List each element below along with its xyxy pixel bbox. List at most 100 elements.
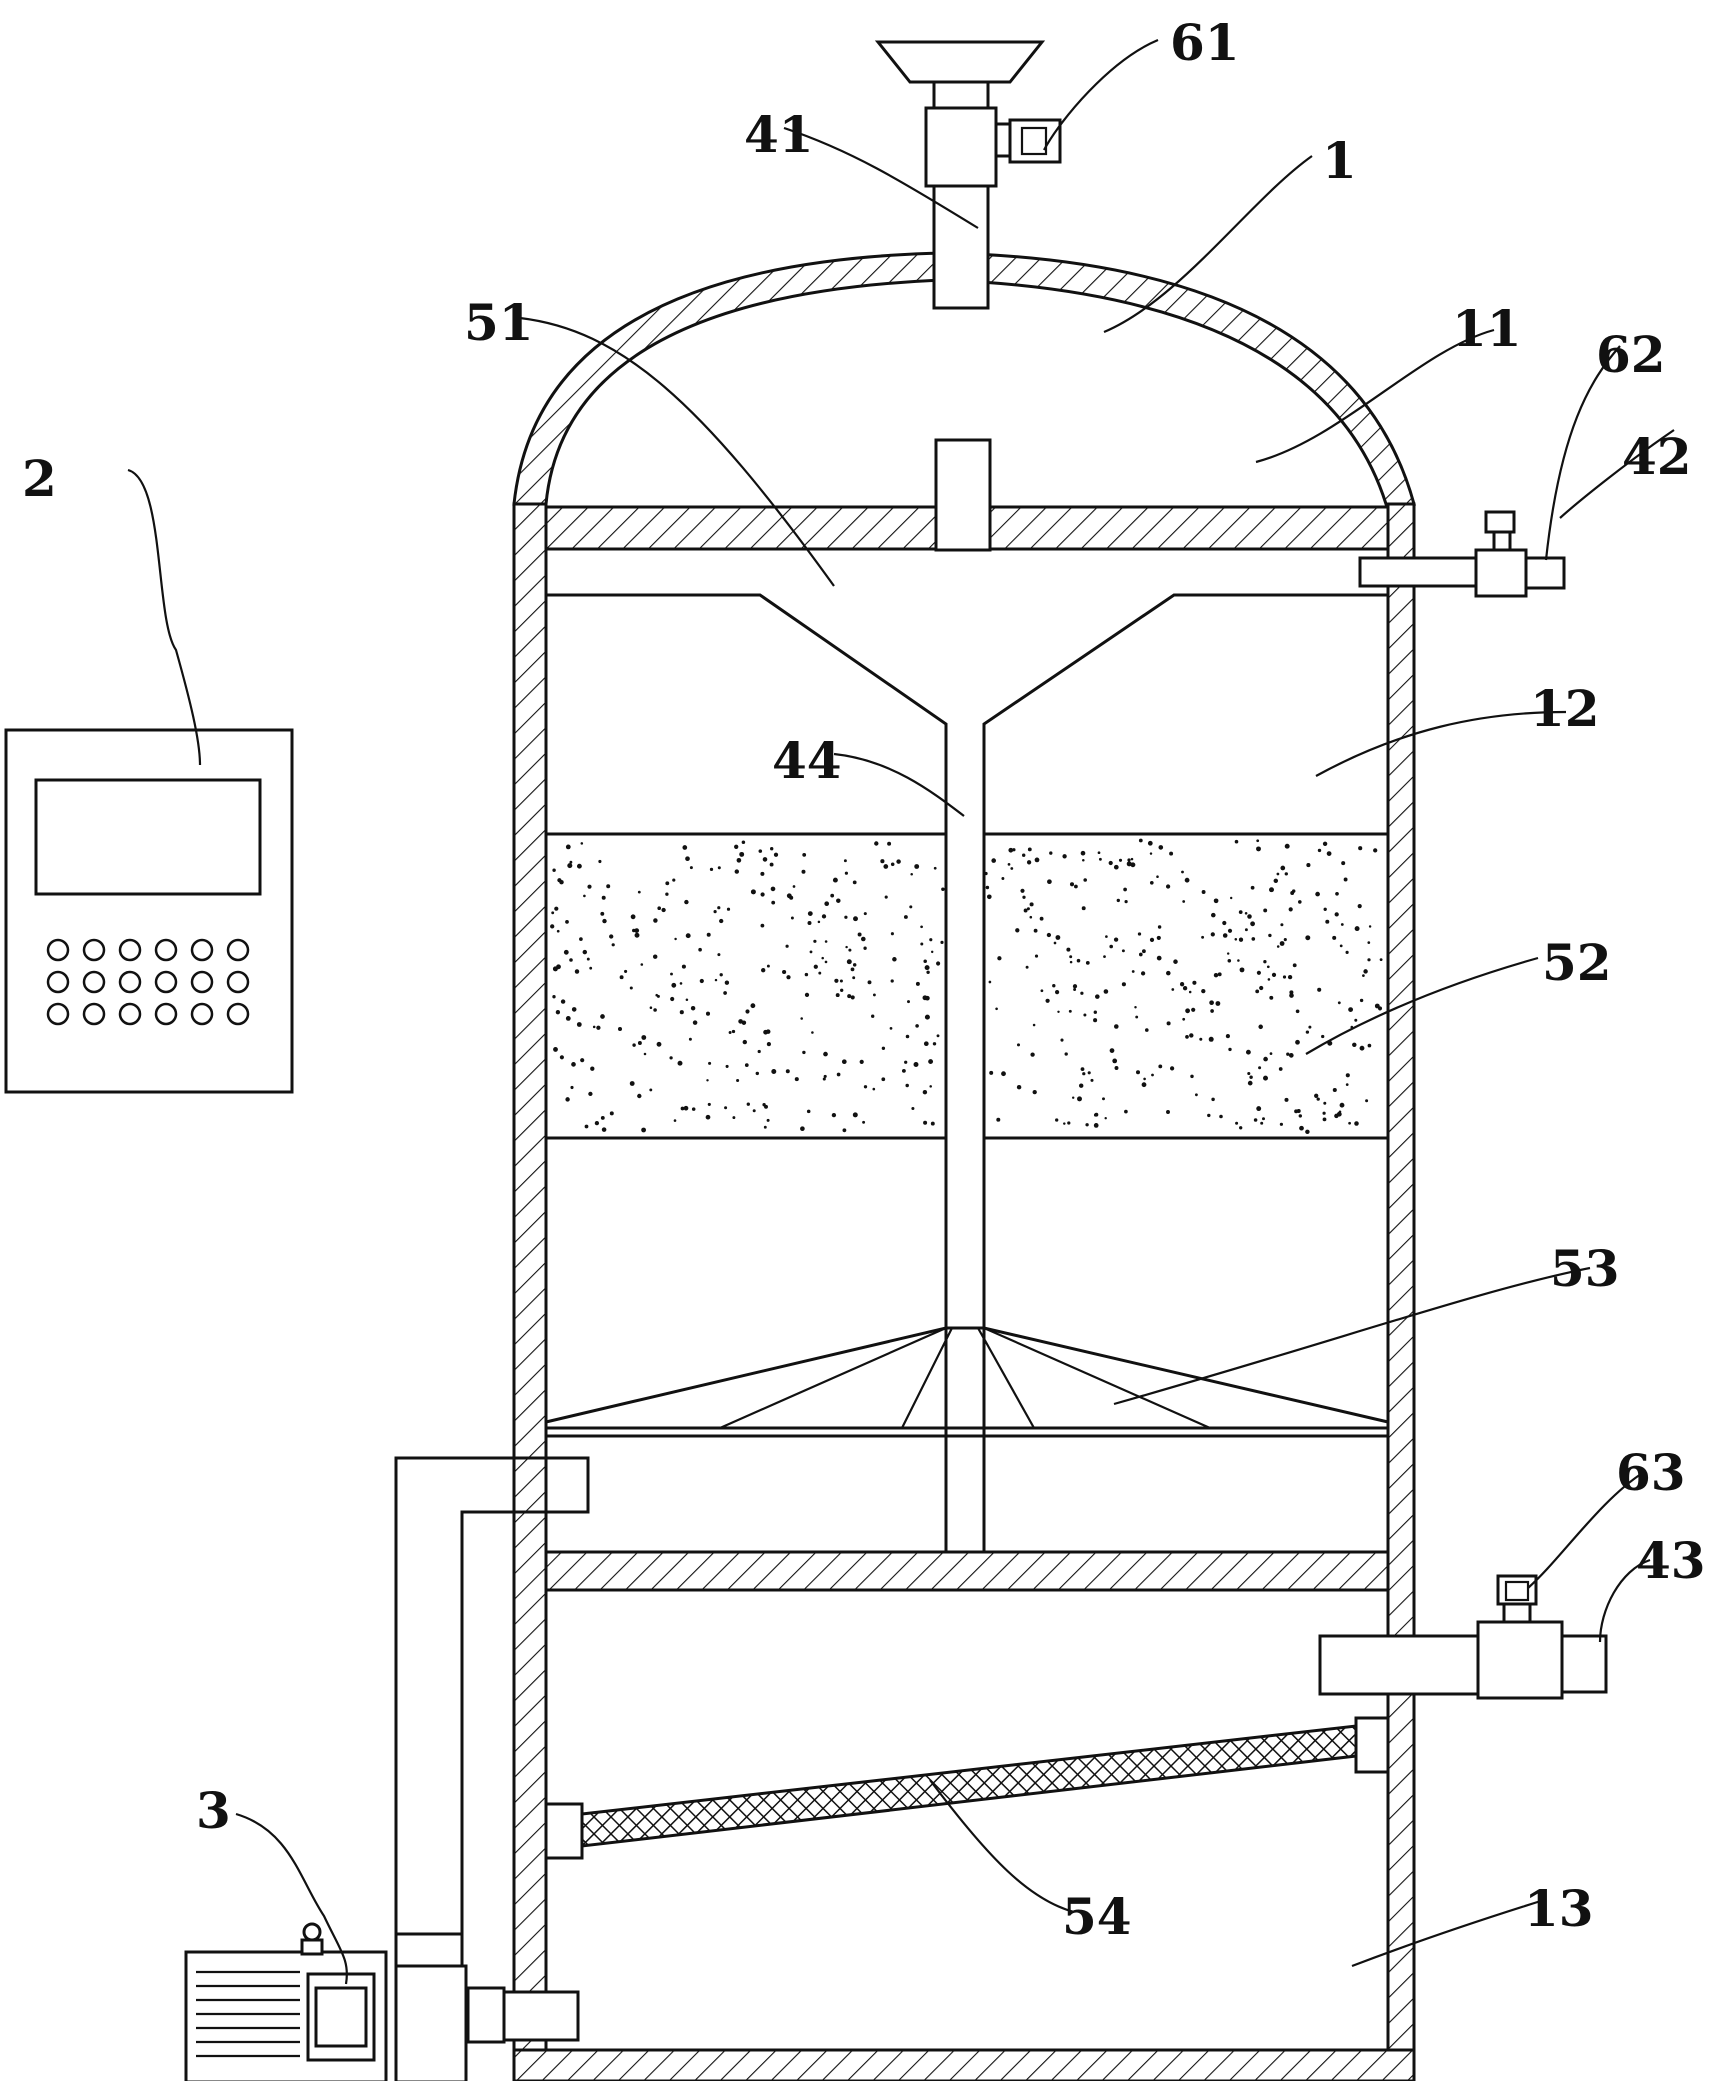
particle	[553, 1046, 558, 1052]
particle	[1029, 915, 1033, 919]
particle	[653, 918, 658, 923]
particle	[850, 967, 855, 972]
particle	[632, 1043, 636, 1047]
particle	[602, 918, 607, 924]
particle	[1306, 863, 1311, 868]
particle	[1040, 989, 1044, 993]
particle	[1284, 1097, 1289, 1102]
valve-61	[994, 118, 1062, 164]
particle	[734, 869, 739, 874]
particle	[881, 1077, 886, 1082]
particle	[1047, 879, 1052, 885]
particle	[699, 978, 704, 984]
particle	[1068, 1009, 1072, 1013]
particle	[1358, 846, 1363, 851]
particle	[762, 857, 768, 862]
filter-media	[546, 832, 1388, 1140]
particle	[1354, 1121, 1359, 1126]
particle	[588, 1091, 593, 1097]
particle	[714, 978, 718, 982]
particle	[1263, 1075, 1268, 1081]
particle	[1316, 1097, 1320, 1101]
particle	[1367, 958, 1371, 962]
pump-motor-fins	[196, 1970, 300, 2058]
particle	[771, 900, 776, 905]
particle	[1332, 935, 1337, 940]
particle	[915, 1024, 919, 1028]
particle	[997, 956, 1002, 961]
particle	[1213, 973, 1219, 978]
particle	[1337, 1001, 1341, 1005]
keypad-button	[154, 1002, 178, 1026]
particle	[1247, 1071, 1251, 1076]
keypad-button	[118, 1002, 142, 1026]
particle	[552, 995, 556, 999]
particle	[569, 860, 573, 864]
particle	[1263, 908, 1268, 913]
particle	[755, 1071, 760, 1076]
particle	[601, 895, 606, 900]
keypad-button	[226, 1002, 250, 1026]
particle	[836, 1072, 841, 1077]
particle	[831, 1112, 837, 1118]
particle	[852, 1112, 858, 1118]
particle	[1166, 970, 1171, 976]
particle	[734, 844, 739, 849]
particle	[1368, 925, 1372, 928]
particle	[1323, 1101, 1327, 1105]
particle	[800, 1126, 805, 1132]
particle	[989, 1070, 994, 1075]
particle	[892, 957, 897, 962]
particle	[1256, 970, 1261, 975]
particle	[661, 907, 666, 913]
particle	[1055, 1118, 1059, 1122]
particle	[624, 969, 628, 973]
label-51: 51	[464, 293, 534, 352]
particle	[863, 946, 867, 950]
pump-3	[184, 1922, 468, 2081]
particle	[811, 1031, 814, 1034]
particle	[705, 1114, 711, 1120]
particle	[807, 921, 812, 925]
particle	[1026, 860, 1032, 865]
particle	[853, 916, 858, 922]
particle	[725, 1064, 729, 1068]
particle	[1268, 933, 1272, 938]
particle	[1114, 1066, 1119, 1070]
particle	[1108, 860, 1113, 866]
particle	[1262, 1117, 1265, 1121]
particle	[836, 898, 841, 903]
particle	[914, 864, 920, 869]
particle	[677, 1060, 683, 1066]
particle	[765, 1029, 771, 1034]
particle	[1256, 1106, 1262, 1112]
particle	[670, 996, 675, 1002]
particle	[1137, 932, 1142, 936]
filter-media-particles	[550, 838, 1383, 1135]
particle	[842, 1128, 847, 1133]
particle	[1022, 853, 1026, 857]
particle	[594, 1120, 600, 1126]
particle	[683, 1105, 689, 1111]
particle	[1121, 982, 1126, 987]
particle	[1343, 877, 1348, 882]
particle	[867, 980, 872, 985]
particle	[762, 1103, 766, 1107]
particle	[1234, 938, 1238, 941]
particle	[1207, 1113, 1211, 1118]
particle	[1149, 880, 1154, 885]
particle	[1192, 980, 1197, 985]
particle	[1185, 1008, 1190, 1014]
particle	[580, 1058, 585, 1063]
particle	[792, 885, 796, 888]
particle	[804, 972, 809, 977]
particle	[1345, 1073, 1350, 1078]
particle	[1118, 858, 1123, 862]
particle	[1354, 926, 1360, 932]
particle	[1210, 932, 1215, 937]
particle	[742, 1039, 747, 1045]
particle	[1269, 887, 1274, 893]
particle	[1269, 995, 1274, 1000]
particle	[576, 863, 582, 869]
particle	[984, 871, 988, 876]
